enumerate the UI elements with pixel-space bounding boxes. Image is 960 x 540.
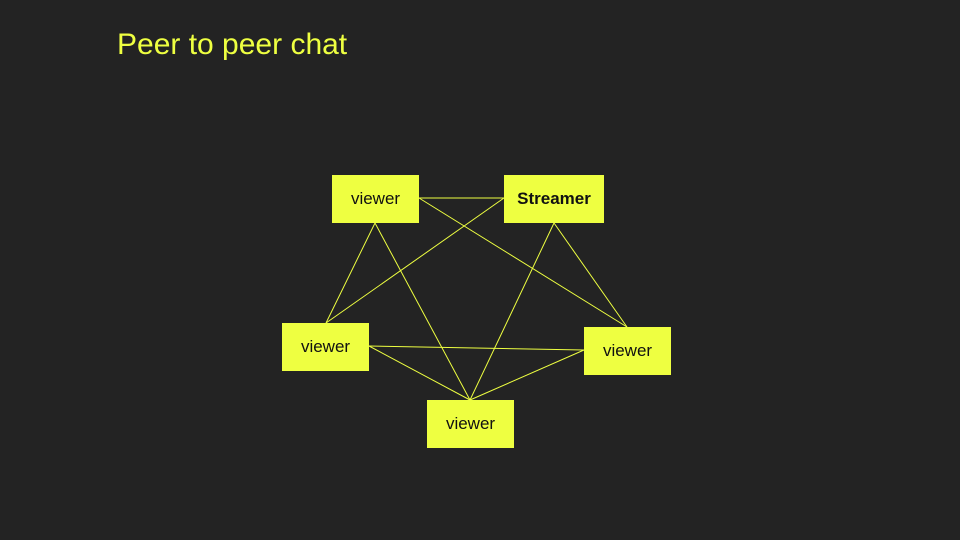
node-viewer-right: viewer	[584, 327, 671, 375]
edge-viewer-top-to-viewer-bottom	[374, 222, 471, 401]
node-label: viewer	[602, 341, 653, 360]
node-label: viewer	[300, 337, 351, 356]
edge-streamer-to-viewer-right	[553, 222, 628, 328]
edge-viewer-top-to-viewer-left	[325, 222, 376, 324]
node-viewer-bottom: viewer	[427, 400, 514, 448]
edge-viewer-left-to-viewer-right	[368, 345, 585, 351]
edge-viewer-right-to-viewer-bottom	[469, 349, 585, 401]
edge-viewer-left-to-viewer-bottom	[368, 345, 471, 401]
node-streamer: Streamer	[504, 175, 604, 223]
slide-title: Peer to peer chat	[117, 28, 348, 61]
node-label: Streamer	[517, 189, 591, 208]
edge-viewer-top-to-viewer-right	[418, 197, 628, 328]
node-label: viewer	[350, 189, 401, 208]
edge-streamer-to-viewer-bottom	[469, 222, 555, 401]
node-viewer-left: viewer	[282, 323, 369, 371]
node-viewer-top: viewer	[332, 175, 419, 223]
edge-streamer-to-viewer-left	[325, 197, 505, 324]
node-label: viewer	[445, 414, 496, 433]
